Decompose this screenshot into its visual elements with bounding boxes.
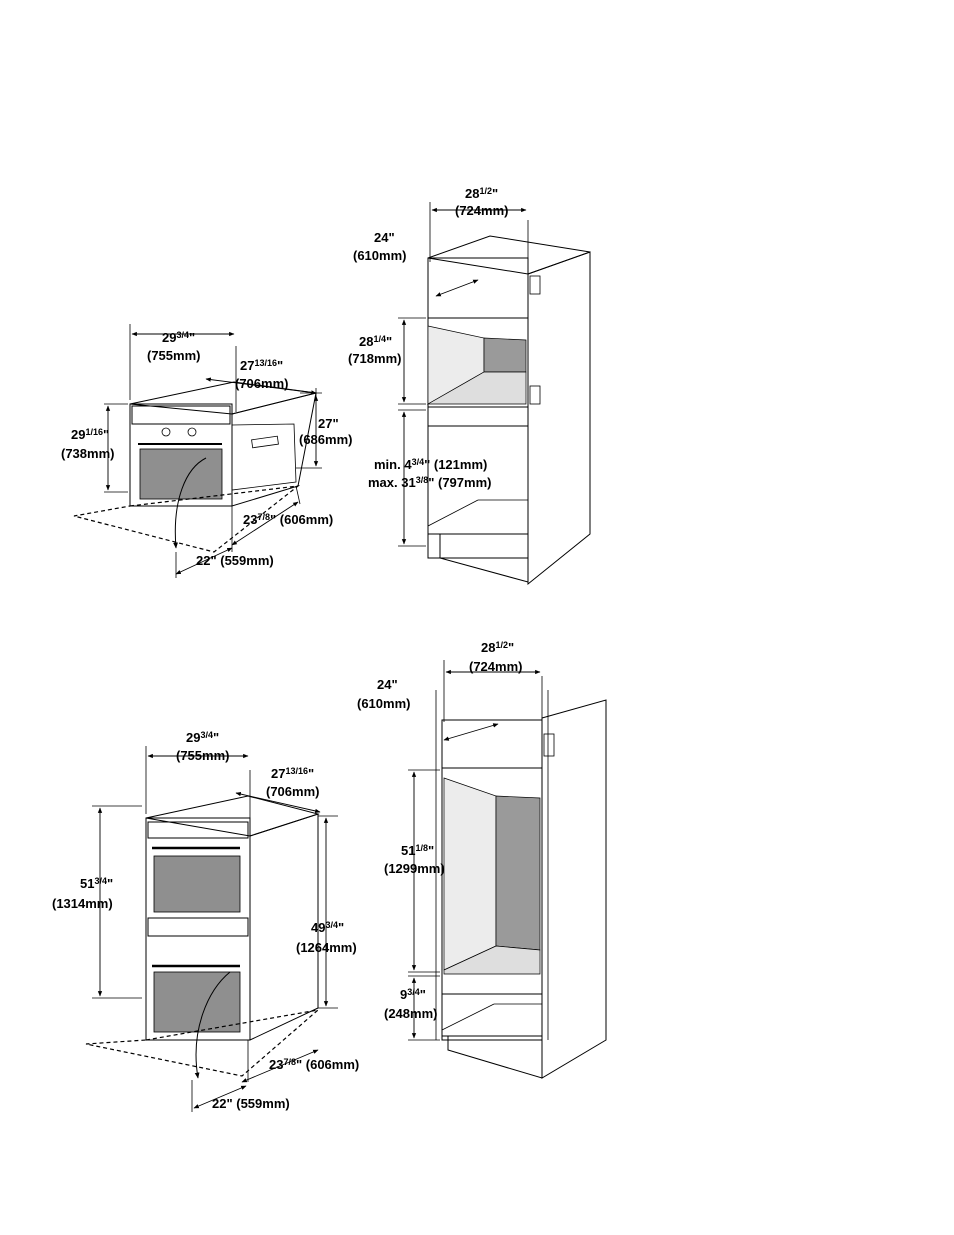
double-cabinet-dimension-lines bbox=[408, 660, 543, 1041]
single-oven-knob-right bbox=[187, 427, 197, 437]
single-cabinet-base bbox=[428, 533, 529, 583]
single-oven-depth-label: 237/8" (606mm) bbox=[243, 512, 333, 527]
single-oven-rear-height-label: 27" bbox=[318, 416, 339, 431]
single-oven-width-mm: (755mm) bbox=[147, 348, 200, 363]
double-cabinet-labels: 281/2" (724mm) 24" (610mm) 511/8" (1299m… bbox=[357, 640, 522, 1021]
single-oven-height-mm: (738mm) bbox=[61, 446, 114, 461]
single-oven-door-swing-arrow bbox=[173, 457, 207, 549]
single-cabinet-side bbox=[527, 251, 591, 586]
double-oven-dimension-lines bbox=[92, 746, 338, 1112]
single-cabinet-cutout-height-label: 281/4" bbox=[359, 334, 392, 349]
double-cabinet-cutout-cavity bbox=[443, 777, 497, 971]
single-cabinet-bracket-top bbox=[529, 275, 541, 295]
double-oven-lower-window bbox=[153, 971, 241, 1033]
double-cabinet-cutout-height-label: 511/8" bbox=[401, 843, 434, 858]
single-cabinet-outer-width-label: 281/2" bbox=[465, 186, 498, 201]
double-oven-upper-window bbox=[153, 855, 241, 913]
single-cabinet-dimension-lines bbox=[398, 202, 529, 547]
single-oven-door-open-label: 22" (559mm) bbox=[196, 553, 274, 568]
single-oven-control-panel bbox=[131, 405, 231, 425]
double-oven-height-label: 513/4" bbox=[80, 876, 113, 891]
single-cabinet-labels: 281/2" (724mm) 24" (610mm) 281/4" (718mm… bbox=[348, 186, 508, 490]
single-oven-depth-top-label: 2713/16" bbox=[240, 358, 283, 373]
single-cabinet-min-label: min. 43/4" (121mm) bbox=[374, 457, 487, 472]
double-oven-lower-panel bbox=[147, 917, 249, 937]
double-oven-height-mm: (1314mm) bbox=[52, 896, 113, 911]
double-cabinet-outer-width-mm: (724mm) bbox=[469, 659, 522, 674]
single-oven-drawing bbox=[73, 381, 317, 553]
single-oven-height-label: 291/16" bbox=[71, 427, 109, 442]
double-cabinet-side bbox=[541, 699, 607, 1079]
double-cabinet-outer-width-label: 281/2" bbox=[481, 640, 514, 655]
single-oven-rear-height-mm: (686mm) bbox=[299, 432, 352, 447]
single-oven-knob-left bbox=[161, 427, 171, 437]
single-oven-rear-handle bbox=[251, 435, 279, 449]
single-oven-dimension-lines bbox=[104, 324, 322, 578]
double-oven-depth-label: 237/8" (606mm) bbox=[269, 1057, 359, 1072]
double-cabinet-base-height-label: 93/4" bbox=[400, 987, 426, 1002]
double-cabinet-bracket bbox=[543, 733, 555, 757]
double-cabinet-inner-width-mm: (610mm) bbox=[357, 696, 410, 711]
single-cabinet-drawing bbox=[426, 235, 591, 586]
single-cabinet-cutout-height-mm: (718mm) bbox=[348, 351, 401, 366]
double-oven-top bbox=[145, 795, 320, 837]
single-oven-rear-box bbox=[231, 423, 297, 491]
double-cabinet-cutout-height-mm: (1299mm) bbox=[384, 861, 445, 876]
double-oven-depth-top-label: 2713/16" bbox=[271, 766, 314, 781]
single-oven-depth-top-mm: (706mm) bbox=[235, 376, 288, 391]
double-oven-side bbox=[249, 813, 319, 1041]
double-cabinet-inner-width-label: 24" bbox=[377, 677, 398, 692]
double-cabinet-base-height-mm: (248mm) bbox=[384, 1006, 437, 1021]
double-oven-rear-height-label: 493/4" bbox=[311, 920, 344, 935]
single-cabinet-bracket-mid bbox=[529, 385, 541, 405]
single-cabinet-top bbox=[427, 235, 591, 275]
double-oven-labels: 293/4" (755mm) 2713/16" (706mm) 513/4" (… bbox=[52, 730, 359, 1111]
double-cabinet-drawing bbox=[435, 690, 607, 1079]
single-oven-side bbox=[231, 392, 317, 507]
single-cabinet-inner-width-label: 24" bbox=[374, 230, 395, 245]
double-oven-upper-panel bbox=[147, 821, 249, 839]
double-oven-width-label: 293/4" bbox=[186, 730, 219, 745]
double-cabinet-front bbox=[441, 719, 543, 1041]
single-oven-width-label: 293/4" bbox=[162, 330, 195, 345]
double-oven-rear-height-mm: (1264mm) bbox=[296, 940, 357, 955]
double-oven-front bbox=[145, 817, 251, 1041]
single-cabinet-front bbox=[427, 257, 529, 559]
double-oven-width-mm: (755mm) bbox=[176, 748, 229, 763]
double-oven-depth-top-mm: (706mm) bbox=[266, 784, 319, 799]
single-oven-labels: 293/4" (755mm) 2713/16" (706mm) 291/16" … bbox=[61, 330, 352, 568]
double-cabinet-base bbox=[442, 1035, 543, 1079]
single-cabinet-outer-width-mm: (724mm) bbox=[455, 203, 508, 218]
double-oven-door-open-label: 22" (559mm) bbox=[212, 1096, 290, 1111]
single-cabinet-inner-width-mm: (610mm) bbox=[353, 248, 406, 263]
double-oven-drawing bbox=[85, 795, 321, 1079]
double-oven-door-swing-arrow bbox=[194, 971, 231, 1079]
single-cabinet-max-label: max. 313/8" (797mm) bbox=[368, 475, 491, 490]
